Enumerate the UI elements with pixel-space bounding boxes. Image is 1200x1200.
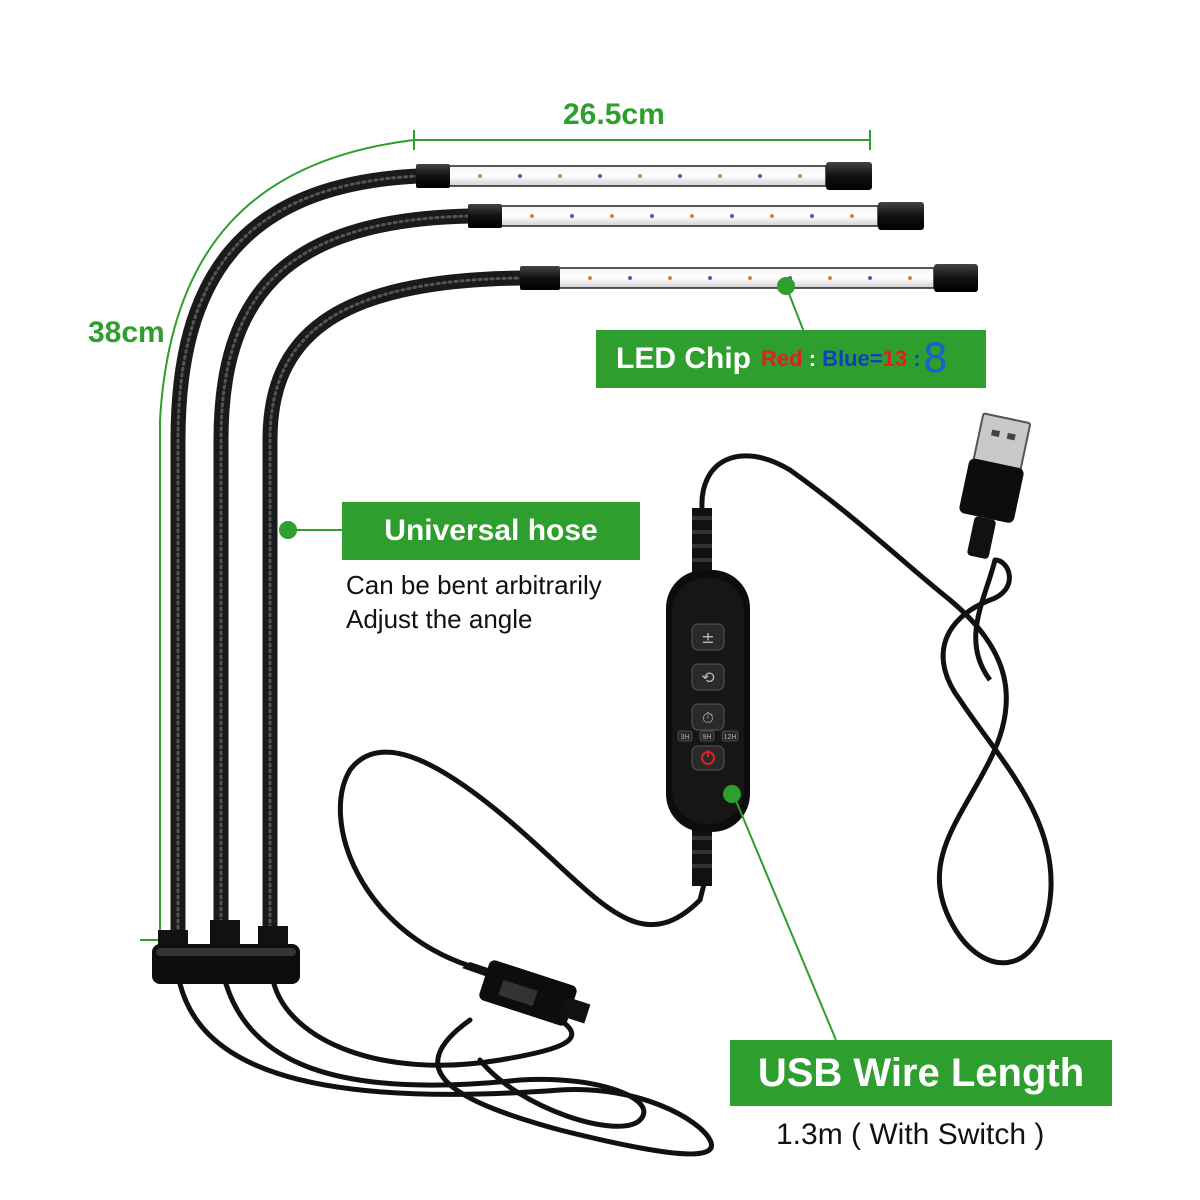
gooseneck-hoses [170,168,530,948]
usb-cable [699,453,1054,966]
width-dimension-label: 26.5cm [563,98,665,131]
base-clip [152,920,300,984]
red-text: Red [761,346,803,371]
splitter-connector [462,960,591,1026]
timer-indicators: 3H 9H 12H [677,730,739,742]
usb-wire-length-value: 1.3m ( With Switch ) [776,1118,1045,1151]
controller-cable [337,749,708,969]
power-button[interactable] [691,745,725,771]
timer-label-12h: 12H [724,734,737,741]
ratio-separator: : [802,346,823,371]
plus-minus-icon: ± [701,628,714,647]
blue-text: Blue [822,346,870,371]
timer-label-3h: 3H [681,734,690,741]
equals-sign: = [869,346,883,371]
led-chip-label: LED Chip Red : Blue = 13 : 8 [596,330,986,388]
timer-label-9h: 9H [703,734,712,741]
timer-icon: ⏱ [702,709,714,727]
timer-button[interactable]: ⏱ [691,703,725,731]
width-dimension-line [413,130,871,150]
universal-hose-label: Universal hose [342,502,640,560]
hose-caption-line2: Adjust the angle [346,604,533,634]
cycle-icon: ⟲ [701,668,715,687]
red-ratio-value: 13 [882,346,908,371]
hose-caption-line1: Can be bent arbitrarily [346,570,602,600]
led-bar-3 [520,264,978,292]
blue-ratio-value: 8 [922,336,949,382]
brightness-button[interactable]: ± [691,623,725,651]
led-bar-1 [416,162,872,190]
led-chip-title: LED Chip [616,342,751,375]
callout-leaders [288,285,837,1041]
height-dimension-label: 38cm [88,316,165,349]
mode-button[interactable]: ⟲ [691,663,725,691]
usb-cable-loop [973,559,998,682]
callout-dots [279,277,795,803]
splitter-cables [177,981,714,1157]
led-bar-2 [468,202,924,230]
usb-wire-length-label: USB Wire Length [730,1040,1112,1106]
controller [666,508,750,886]
usb-plug [959,412,1032,559]
ratio-colon: : [907,346,921,371]
